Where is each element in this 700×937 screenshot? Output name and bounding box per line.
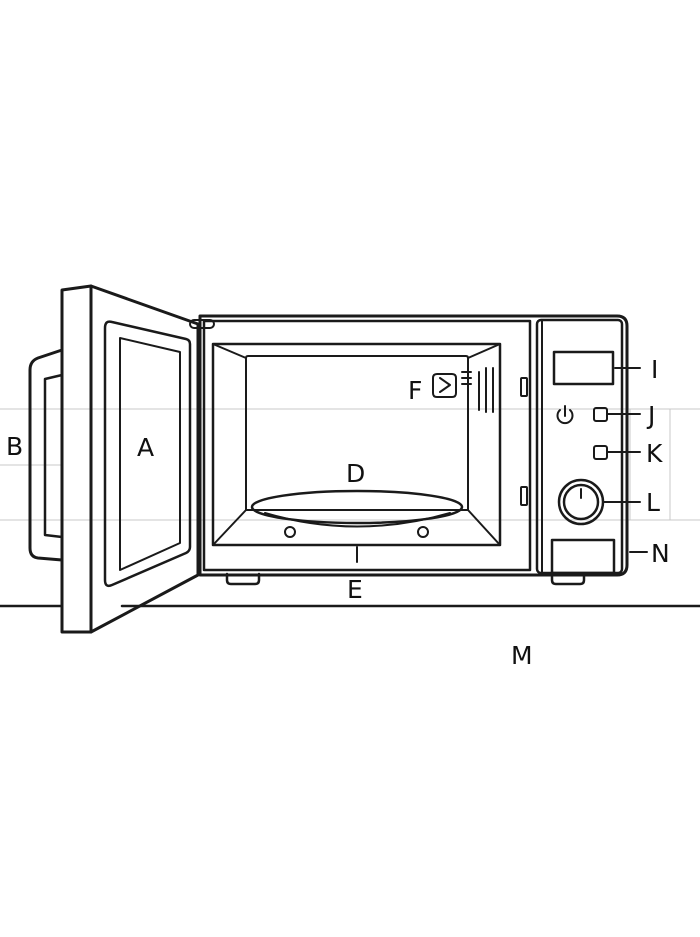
label-e: E — [347, 575, 363, 604]
door-release-button[interactable] — [550, 538, 616, 575]
control-panel — [550, 350, 616, 575]
button-k[interactable] — [593, 445, 608, 460]
label-a: A — [137, 433, 154, 462]
label-m: M — [511, 641, 533, 670]
turntable — [250, 489, 464, 538]
light-bulb-icon — [432, 373, 457, 398]
label-d: D — [346, 459, 365, 488]
callout-labels: A B D E F I J K L M N — [6, 355, 670, 670]
label-l: L — [646, 488, 660, 517]
display-screen — [552, 350, 615, 386]
label-i: I — [651, 355, 658, 384]
label-k: K — [646, 439, 663, 468]
leader-lines — [356, 367, 648, 563]
light-and-vents — [432, 367, 494, 413]
microwave-door — [28, 284, 200, 634]
button-j[interactable] — [593, 407, 608, 422]
guide-lines — [0, 408, 700, 521]
label-n: N — [651, 539, 670, 568]
power-icon[interactable] — [556, 405, 574, 425]
label-f: F — [408, 376, 422, 405]
control-knob[interactable] — [557, 478, 605, 526]
microwave-body — [189, 314, 629, 577]
label-j: J — [646, 401, 655, 430]
microwave-feet — [225, 572, 586, 586]
label-b: B — [6, 432, 23, 461]
